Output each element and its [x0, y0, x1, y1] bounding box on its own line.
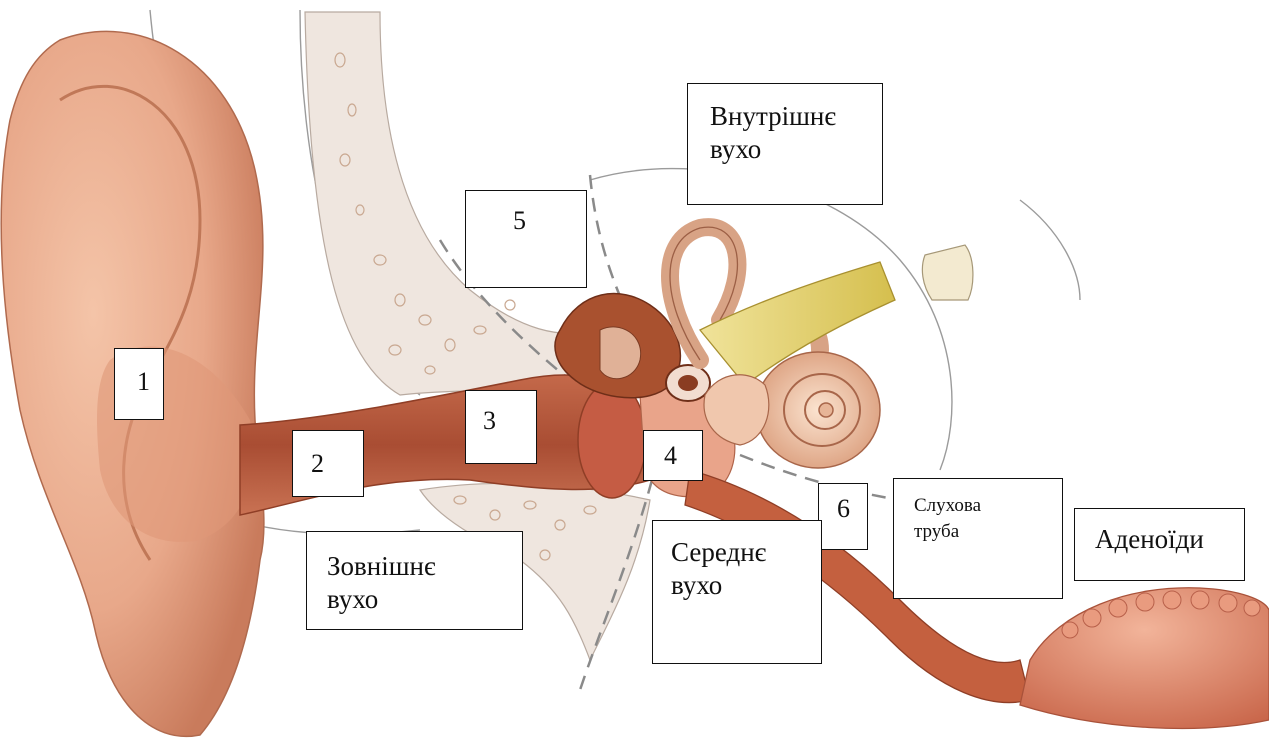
label-3: 3	[465, 390, 537, 464]
label-adenoids: Аденоїди	[1074, 508, 1245, 581]
label-middle-ear: Середнє вухо	[652, 520, 822, 664]
cochlea	[756, 352, 880, 468]
label-outer-ear-line-2: вухо	[327, 583, 522, 616]
label-middle-ear-line-2: вухо	[671, 569, 821, 602]
label-2: 2	[292, 430, 364, 497]
label-inner-ear: Внутрішнє вухо	[687, 83, 883, 205]
label-4: 4	[643, 430, 703, 481]
label-6: 6	[818, 483, 868, 550]
label-adenoids-line-1: Аденоїди	[1095, 523, 1244, 556]
label-inner-ear-line-2: вухо	[710, 133, 882, 166]
eardrum	[578, 382, 646, 498]
nerve-stump	[922, 245, 973, 300]
label-eustachian-tube-line-1: Слухова	[914, 493, 1062, 519]
label-outer-ear: Зовнішнє вухо	[306, 531, 523, 630]
label-outer-ear-line-1: Зовнішнє	[327, 550, 522, 583]
label-5: 5	[465, 190, 587, 288]
label-inner-ear-line-1: Внутрішнє	[710, 100, 882, 133]
label-1: 1	[114, 348, 164, 420]
label-eustachian-tube: Слухова труба	[893, 478, 1063, 599]
label-eustachian-tube-line-2: труба	[914, 519, 1062, 545]
label-middle-ear-line-1: Середнє	[671, 536, 821, 569]
